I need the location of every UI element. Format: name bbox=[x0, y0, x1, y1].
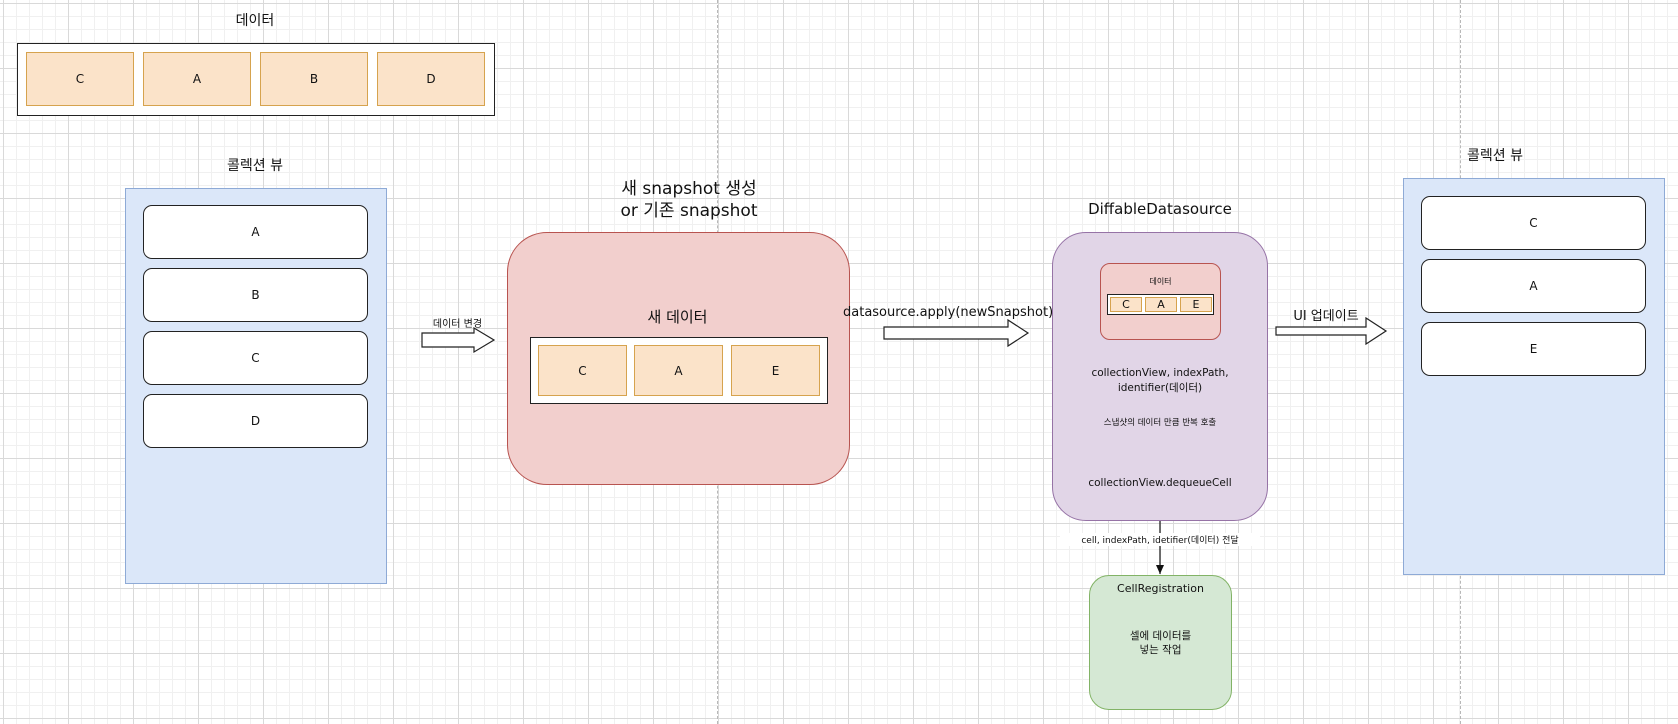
left-view-cell: D bbox=[143, 394, 368, 448]
right-view-title: 콜렉션 뷰 bbox=[1467, 148, 1523, 164]
diffable-data-item: E bbox=[1180, 297, 1212, 312]
diffable-loop-label: 스냅샷의 데이터 만큼 반복 호출 bbox=[1080, 416, 1240, 428]
diffable-data-item: A bbox=[1145, 297, 1177, 312]
diffable-params-line2: identifier(데이터) bbox=[1070, 380, 1250, 395]
snapshot-item: C bbox=[538, 345, 627, 396]
top-data-item: B bbox=[260, 52, 368, 106]
pass-to-registration-label: cell, indexPath, idetifier(데이터) 전달 bbox=[1060, 533, 1260, 546]
left-view-cell: A bbox=[143, 205, 368, 259]
right-view-cell: A bbox=[1421, 259, 1646, 313]
left-view-cell: B bbox=[143, 268, 368, 322]
change-arrow-label: 데이터 변경 bbox=[432, 319, 483, 330]
update-arrow-shape bbox=[1275, 316, 1388, 346]
apply-arrow-label: datasource.apply(newSnapshot) bbox=[843, 305, 1054, 320]
diffable-title: DiffableDatasource bbox=[1088, 200, 1232, 218]
apply-arrow-shape bbox=[883, 318, 1030, 348]
right-view-cell: E bbox=[1421, 322, 1646, 376]
diffable-dequeue: collectionView.dequeueCell bbox=[1088, 477, 1232, 489]
right-view-cell: C bbox=[1421, 196, 1646, 250]
top-data-title: 데이터 bbox=[235, 13, 275, 29]
top-data-item: A bbox=[143, 52, 251, 106]
diffable-data-title: 데이터 bbox=[1149, 277, 1172, 286]
cell-registration-panel bbox=[1089, 575, 1232, 710]
update-arrow-label: UI 업데이트 bbox=[1293, 309, 1359, 324]
snapshot-title-line1: 새 snapshot 생성 bbox=[621, 179, 757, 199]
snapshot-item: A bbox=[634, 345, 723, 396]
snapshot-item: E bbox=[731, 345, 820, 396]
cell-registration-title: CellRegistration bbox=[1117, 582, 1204, 595]
left-view-title: 콜렉션 뷰 bbox=[227, 158, 283, 174]
diffable-params-line1: collectionView, indexPath, bbox=[1070, 367, 1250, 379]
left-view-cell: C bbox=[143, 331, 368, 385]
cell-registration-desc-line2: 넣는 작업 bbox=[1139, 644, 1182, 656]
top-data-item: D bbox=[377, 52, 485, 106]
change-arrow-shape bbox=[421, 326, 496, 354]
top-data-item: C bbox=[26, 52, 134, 106]
cell-registration-desc-line1: 셀에 데이터를 bbox=[1129, 630, 1192, 642]
snapshot-inner-title: 새 데이터 bbox=[647, 308, 708, 326]
diffable-data-item: C bbox=[1110, 297, 1142, 312]
snapshot-title-line2: or 기존 snapshot bbox=[620, 201, 758, 221]
